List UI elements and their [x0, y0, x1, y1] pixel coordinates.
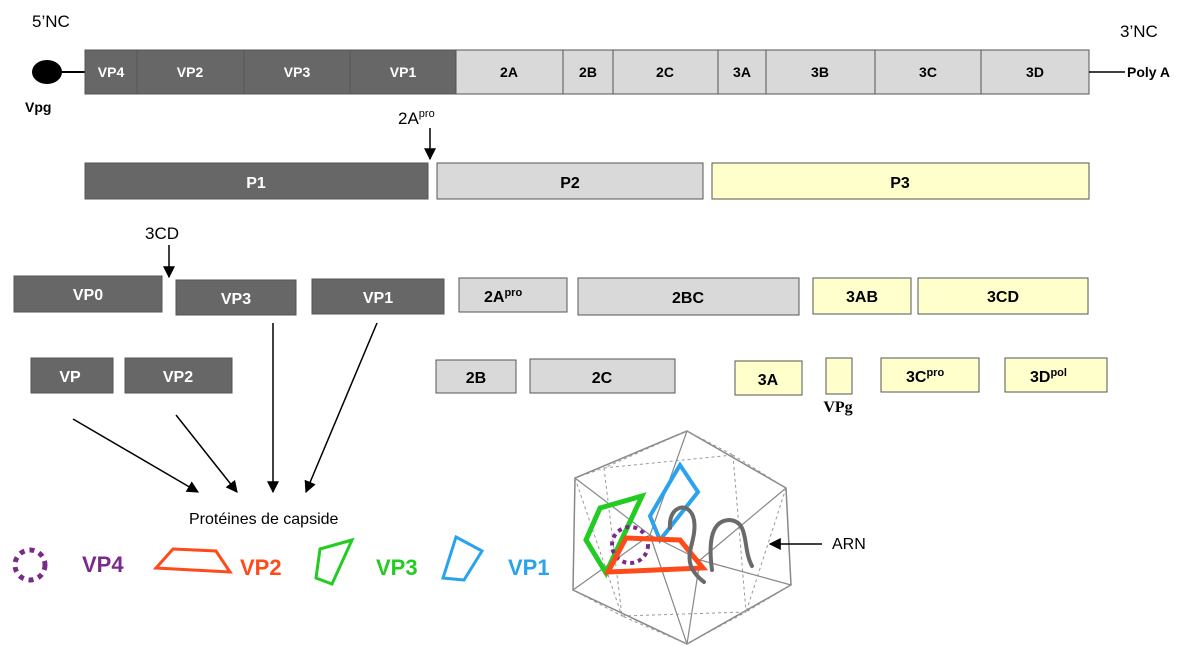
- capsid-arrow: [304, 322, 378, 494]
- mature-3cpro: [880, 357, 980, 393]
- vp1-legend-shape: [441, 534, 485, 582]
- intermediate-2bc-label: 2BC: [672, 290, 704, 307]
- mature-3dpol: [1004, 357, 1108, 393]
- genome-segment: [980, 49, 1090, 95]
- intermediate-3cd-label: 3CD: [987, 289, 1019, 306]
- intermediate-2apro: [458, 277, 568, 313]
- mature-vp2: [124, 357, 233, 394]
- five-prime-nc-label: 5’NC: [32, 12, 70, 31]
- genome-segment: [765, 49, 876, 95]
- genome-segment-label: 2C: [656, 64, 674, 80]
- genome-bar: VP4 VP2 VP3 VP1 2A 2B 2C 3A 3B 3C 3D: [84, 49, 1090, 95]
- intermediate-vp1-label: VP1: [363, 290, 393, 307]
- mature-2c-label: 2C: [592, 370, 613, 387]
- intermediate-vp3-label: VP3: [221, 291, 251, 308]
- vpg-label: Vpg: [25, 99, 51, 115]
- mature-2b: [435, 359, 517, 394]
- vp3-legend-shape: [314, 537, 355, 586]
- capsid-vp4-subunit: [610, 525, 650, 565]
- intermediate-vp3: [175, 279, 297, 316]
- genome-segment-label: VP2: [177, 64, 204, 80]
- polyprotein-p2: [436, 162, 704, 200]
- mature-2c: [529, 358, 676, 394]
- genome-segment-label: 3D: [1026, 64, 1044, 80]
- mature-vpg: [825, 357, 853, 395]
- vp4-legend-shape: [12, 547, 48, 583]
- genome-segment-label: 3C: [919, 64, 937, 80]
- genome-segment-label: 2A: [500, 64, 518, 80]
- rna-strand: [667, 505, 754, 584]
- intermediate-3ab: [812, 277, 912, 315]
- genome-segment-label: VP1: [390, 64, 417, 80]
- polyprotein-p3: [711, 162, 1090, 200]
- mature-vp2-label: VP2: [163, 369, 193, 386]
- mature-3a-label: 3A: [758, 372, 779, 389]
- rna-label: ARN: [832, 536, 866, 553]
- genome-segment: [136, 49, 245, 95]
- genome-segment-label: 3A: [733, 64, 751, 80]
- intermediate-3cd: [917, 277, 1089, 315]
- capsid-arrow: [72, 418, 200, 493]
- three-prime-nc-label: 3’NC: [1120, 22, 1158, 41]
- vp3-legend-label: VP3: [376, 555, 418, 580]
- genome-segment: [243, 49, 351, 95]
- polyprotein-p2-label: P2: [560, 175, 580, 192]
- capsid-arrow: [175, 414, 238, 493]
- cleavage-2apro-label: 2Apro: [398, 108, 435, 128]
- genome-segment-label: VP4: [98, 64, 125, 80]
- mature-3dpol-label: 3Dpol: [1030, 367, 1067, 386]
- cleavage-3cd-label: 3CD: [145, 224, 179, 243]
- vpg-dot: [32, 60, 62, 84]
- genome-segment: [874, 49, 982, 95]
- genome-segment: [562, 49, 614, 95]
- intermediate-vp0-label: VP0: [73, 287, 103, 304]
- intermediate-vp0: [13, 275, 163, 313]
- mature-2b-label: 2B: [466, 370, 486, 387]
- mature-3cpro-label: 3Cpro: [906, 367, 944, 386]
- vp4-legend-label: VP4: [82, 552, 124, 577]
- intermediate-3ab-label: 3AB: [846, 289, 878, 306]
- vp2-legend-label: VP2: [240, 555, 282, 580]
- intermediate-2apro-label: 2Apro: [484, 287, 522, 306]
- polyprotein-p1-label: P1: [246, 175, 266, 192]
- capsid-proteins-title: Protéines de capside: [189, 511, 339, 528]
- mature-vp: [30, 357, 114, 394]
- vp1-legend-label: VP1: [508, 555, 550, 580]
- genome-segment-label: 3B: [811, 64, 829, 80]
- genome-segment-label: 2B: [579, 64, 597, 80]
- mature-3a: [734, 360, 803, 396]
- mature-vp-label: VP: [59, 369, 81, 386]
- polyprotein-p1: [84, 162, 429, 200]
- polyprotein-p3-label: P3: [890, 175, 910, 192]
- intermediate-vp1: [311, 278, 445, 315]
- icosahedron-capsid: [572, 430, 792, 645]
- polya-label: Poly A: [1127, 64, 1170, 80]
- genome-segment-label: VP3: [284, 64, 311, 80]
- capsid-vp1-subunit: [647, 461, 701, 544]
- intermediate-2bc: [577, 277, 800, 316]
- mature-vpg-label: VPg: [823, 399, 852, 416]
- capsid-vp2-subunit: [603, 535, 709, 575]
- vp2-legend-shape: [152, 547, 233, 574]
